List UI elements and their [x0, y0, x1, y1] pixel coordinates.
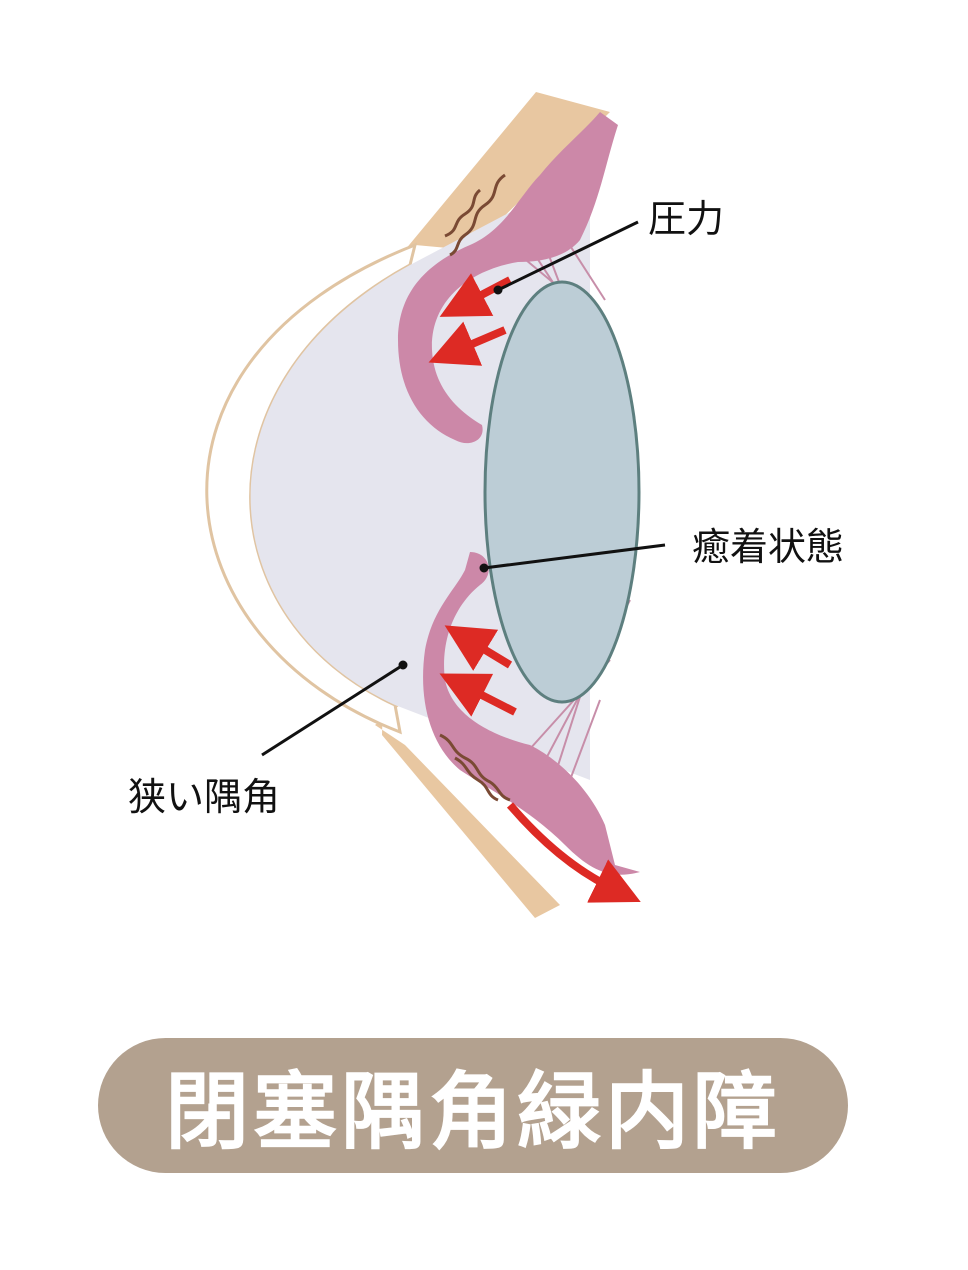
title-text: 閉塞隅角緑内障 — [164, 1063, 781, 1161]
trabecular-meshwork — [439, 173, 511, 802]
eye-cross-section-diagram — [205, 92, 666, 918]
pressure-arrows — [428, 273, 641, 903]
lens — [483, 280, 641, 704]
adhesion-label: 癒着状態 — [692, 525, 845, 569]
title-banner: 閉塞隅角緑内障 — [98, 1038, 848, 1173]
lower-iris — [423, 552, 640, 875]
leader-lines — [261, 220, 666, 757]
pressure-label: 圧力 — [648, 197, 725, 241]
narrow-angle-label: 狭い隅角 — [128, 775, 281, 819]
upper-iris — [398, 112, 618, 444]
